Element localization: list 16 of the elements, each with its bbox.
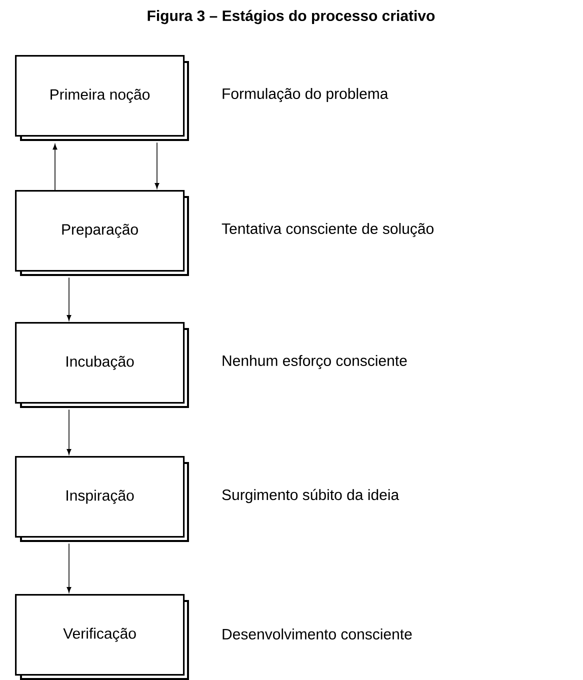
stage-description: Tentativa consciente de solução [222, 222, 434, 238]
stage-description: Formulação do problema [222, 88, 388, 102]
stage-box: Preparação [15, 190, 189, 276]
stage-box: Incubação [15, 322, 189, 408]
stage-description: Nenhum esforço consciente [222, 354, 407, 370]
figure-title: Figura 3 – Estágios do processo criativo [148, 10, 435, 24]
stage-description: Surgimento súbito da ideia [222, 488, 400, 504]
stage-description: Desenvolvimento consciente [222, 628, 412, 640]
stage-box: Primeira noção [15, 55, 189, 141]
arrow [52, 144, 58, 190]
stage-box: Inspiração [15, 456, 189, 542]
arrow [154, 142, 160, 189]
arrow [66, 543, 72, 593]
arrow [66, 409, 72, 455]
arrow [66, 277, 72, 321]
stage-box: Verificação [15, 594, 189, 680]
